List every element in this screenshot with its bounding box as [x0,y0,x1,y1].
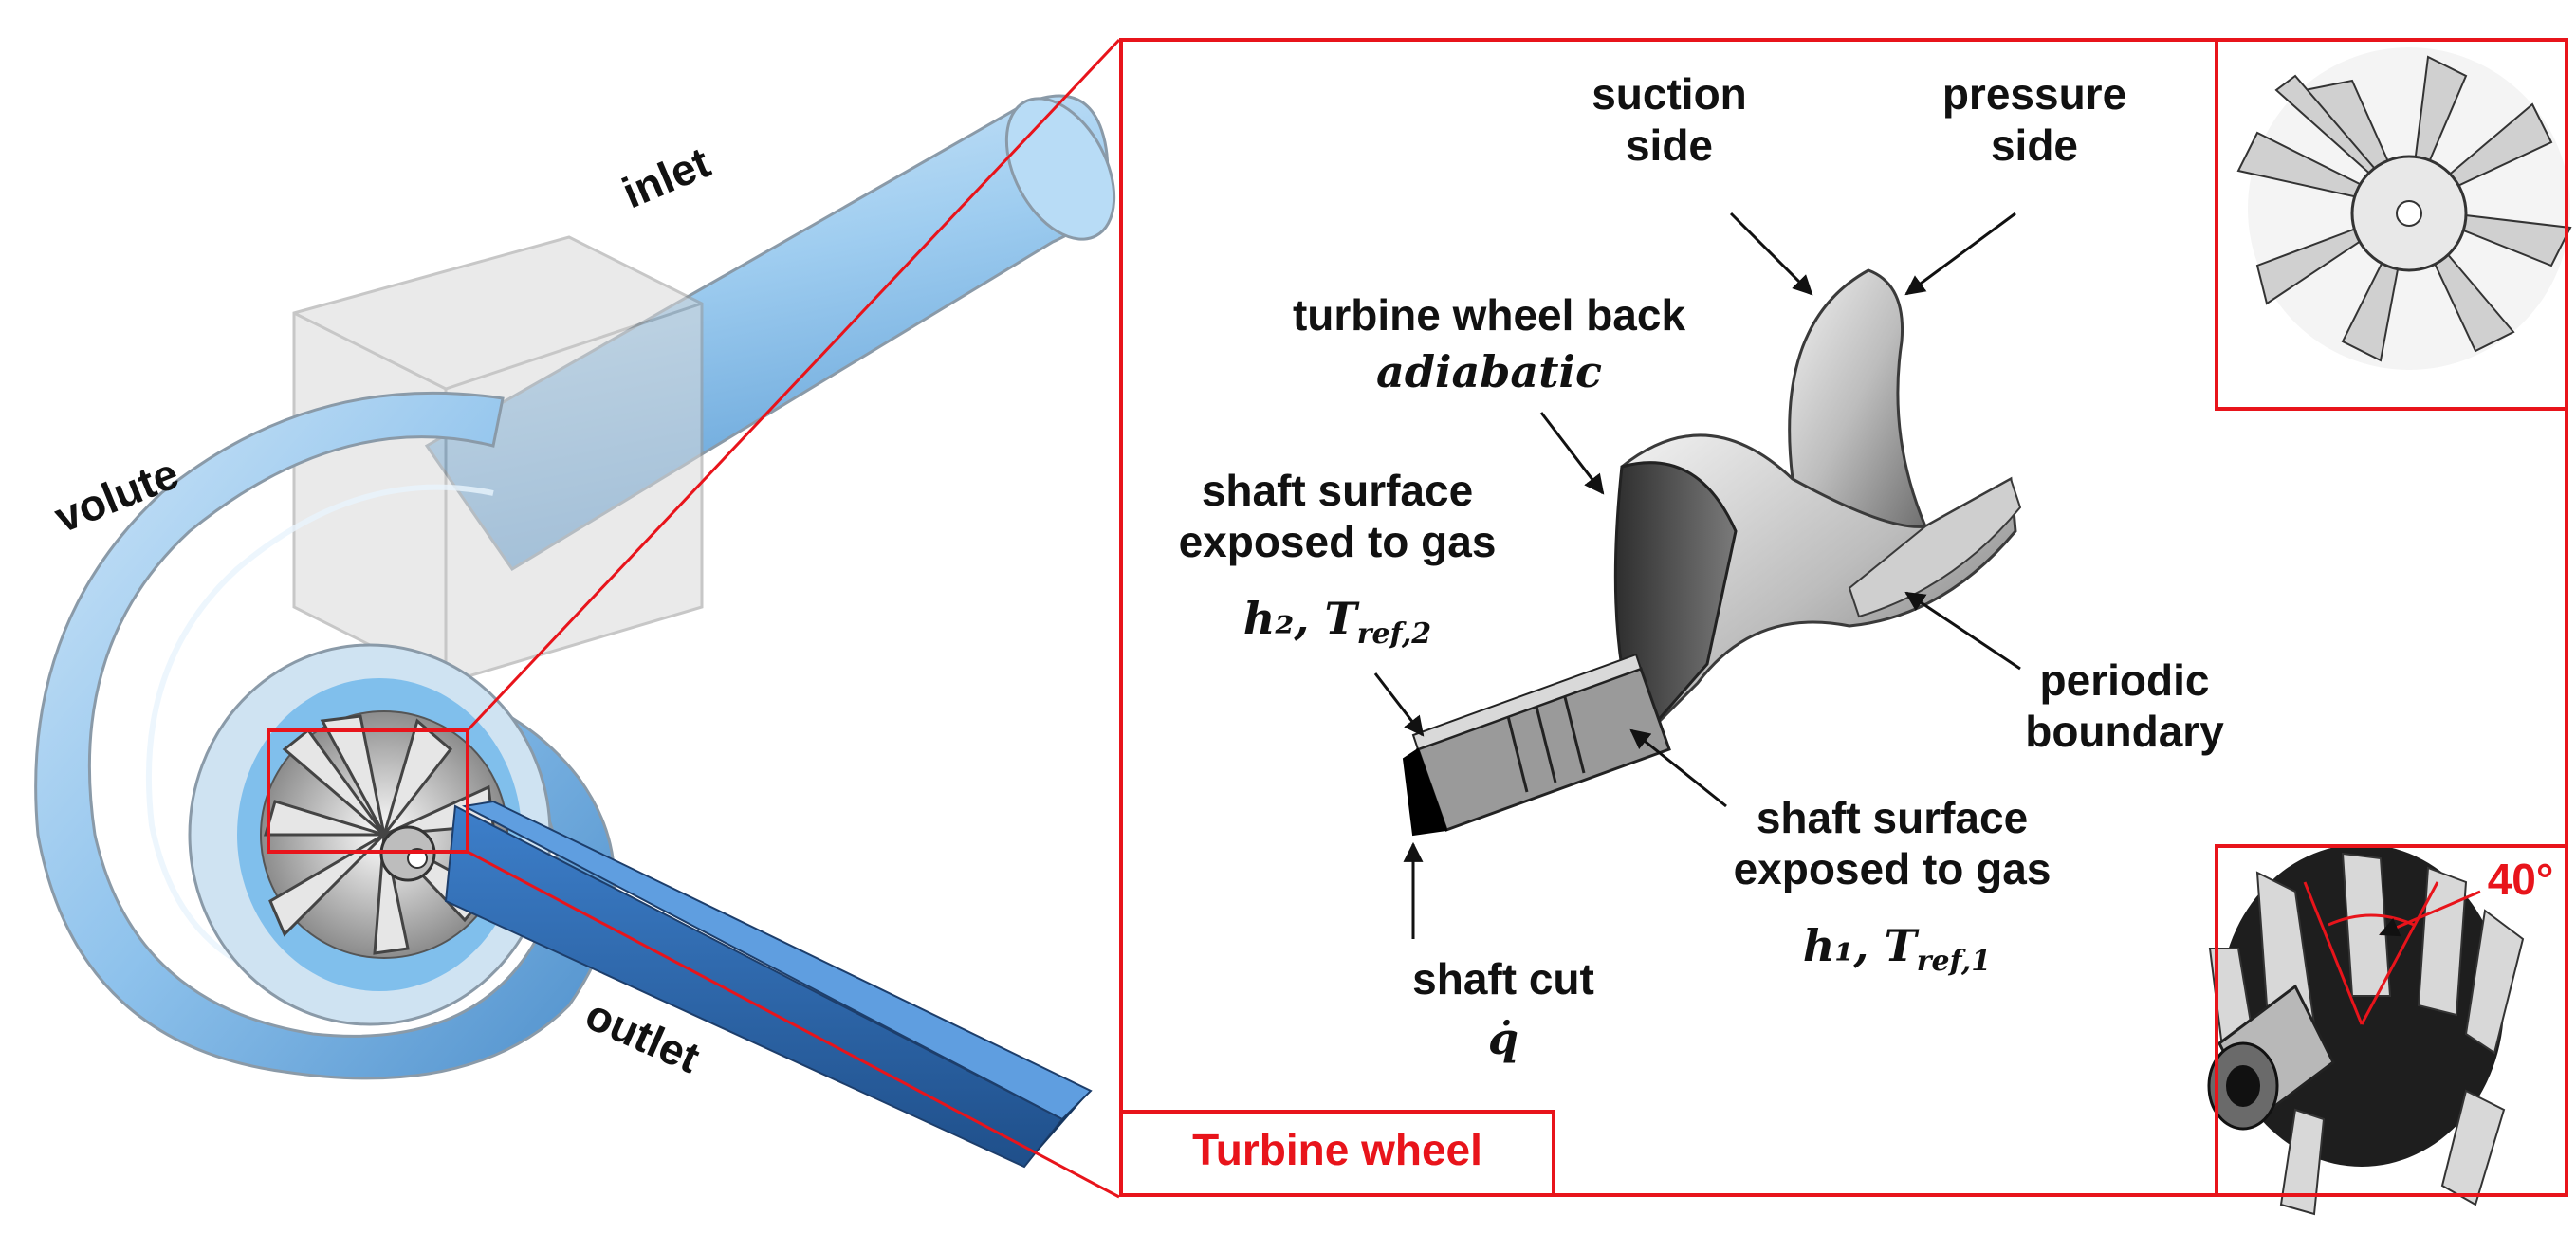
zoom-line-bottom [467,850,1120,1199]
h1-tref1-subscript: ref,1 [1916,945,1992,979]
turbine-segment-illustration [1402,268,2022,837]
turbine-housing-illustration [34,38,1121,1199]
inset-wheel-iso [2207,844,2525,1216]
shaft-cut-condition: q̇ [1487,1013,1519,1064]
inset-wheel-front [2236,47,2572,370]
pressure-side-label: pressure side [1941,69,2127,171]
leader-arrows [1373,212,2021,939]
h1-tref1-symbol: h₁, T [1802,920,1917,971]
suction-side-label: suction side [1592,69,1747,171]
inset-bottom-frame [2215,844,2568,1197]
shaft-surface-lower-label: shaft surface exposed to gas [1733,793,2052,894]
periodic-face [1848,477,2022,618]
outlet-duct [444,800,1093,1169]
h2-tref2-subscript: ref,2 [1356,617,1432,652]
periodic-boundary-label: periodic boundary [2025,655,2224,757]
shaft [1402,653,1671,837]
shaft-surface-lower-condition: h₁, Tref,1 [1745,920,2049,979]
blade [1788,268,1928,533]
shaft-surface-upper-label: shaft surface exposed to gas [1178,466,1497,567]
angle-label: 40° [2487,855,2554,904]
shaft-cut-label: shaft cut [1412,954,1594,1004]
zoom-line-top [466,38,1121,732]
panel-title-frame [1119,1110,1555,1197]
h2-tref2-symbol: h₂, T [1242,593,1357,644]
panel-title: Turbine wheel [1192,1125,1482,1174]
wheel-back-title: turbine wheel back [1292,290,1686,340]
inset-top-frame [2215,38,2568,411]
detail-panel-frame [1119,38,2568,1197]
shaft-cut-face [1402,747,1448,837]
wheel-back-condition: adiabatic [1376,346,1602,397]
shaft-surface-upper-condition: h₂, Tref,2 [1186,593,1489,652]
flange-box [292,235,704,685]
zoom-box [267,728,469,854]
